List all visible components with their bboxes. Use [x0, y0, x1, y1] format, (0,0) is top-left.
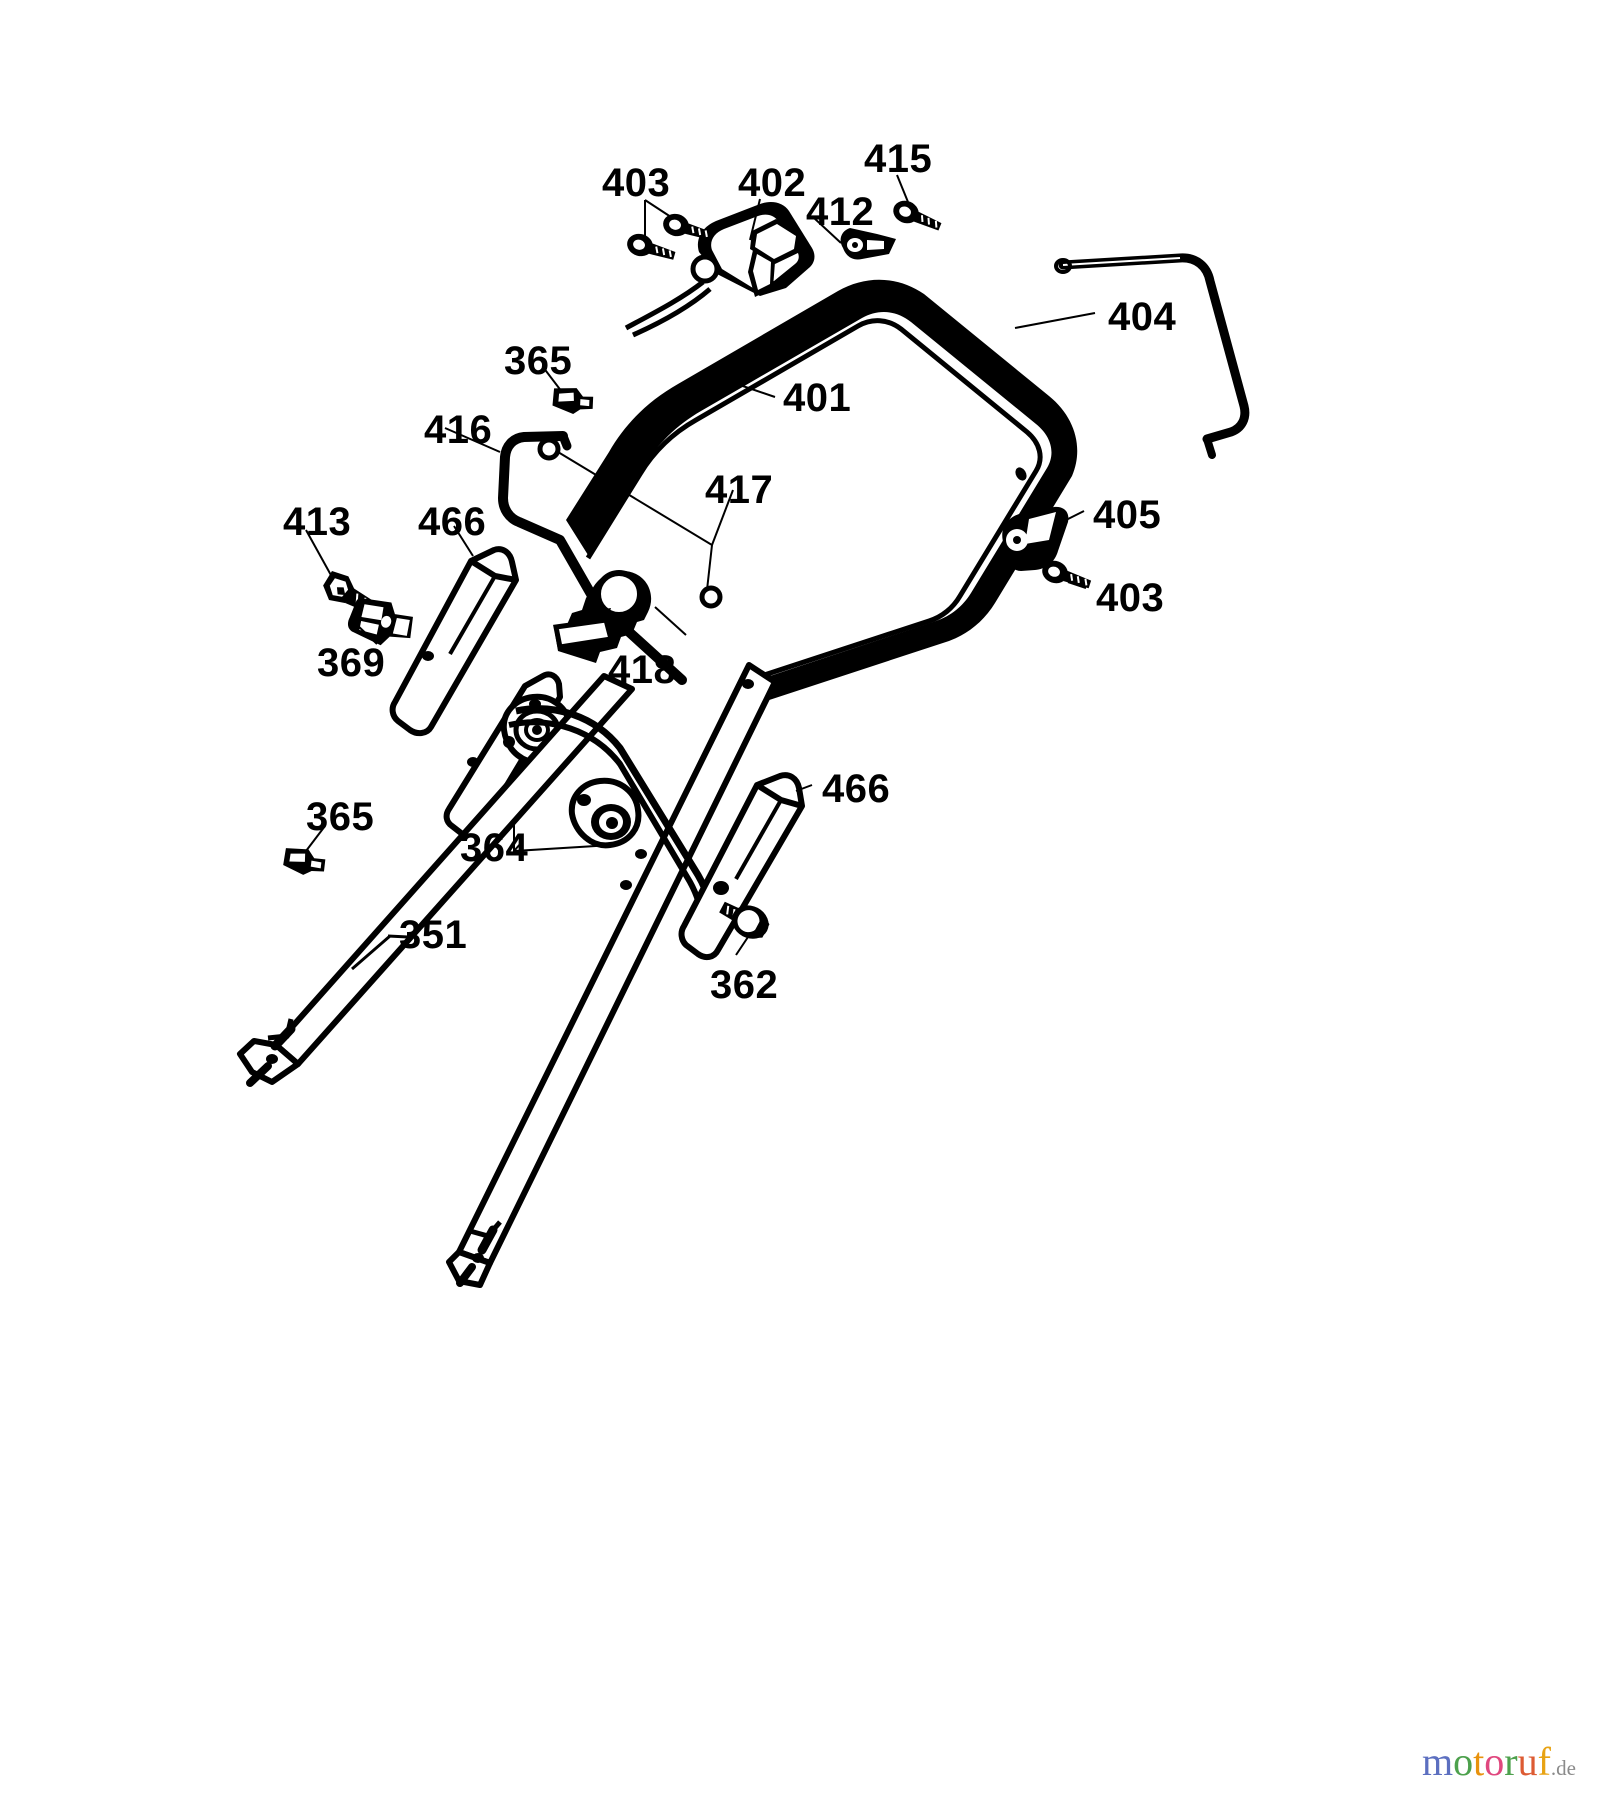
watermark-suffix: .de — [1550, 1756, 1576, 1780]
watermark-letter-o1: o — [1453, 1739, 1474, 1784]
part-415-screw — [893, 174, 942, 231]
callout-364: 364 — [460, 826, 529, 870]
part-418-lever-bracket — [553, 570, 687, 663]
watermark-letter-r: r — [1504, 1739, 1518, 1784]
part-416-cable-guide — [444, 427, 687, 685]
part-405-rod-bracket — [1002, 506, 1085, 571]
part-417-mount-holes — [537, 437, 734, 609]
callout-418: 418 — [608, 648, 677, 692]
part-403-screw-right — [1042, 560, 1092, 589]
watermark-letter-t: t — [1473, 1739, 1485, 1784]
callout-417: 417 — [705, 468, 774, 512]
callout-401: 401 — [783, 376, 852, 420]
leader-401 — [730, 381, 776, 398]
part-466-grip-right — [678, 772, 813, 961]
part-365-clip-top — [542, 366, 594, 414]
watermark-letter-m: m — [1422, 1739, 1454, 1784]
callout-405: 405 — [1093, 493, 1162, 537]
callout-415: 415 — [864, 137, 933, 181]
callout-362: 362 — [710, 963, 779, 1007]
part-404-control-rod — [1054, 253, 1250, 459]
part-362-knob-screw — [719, 901, 770, 956]
part-466-grip-left — [389, 525, 519, 737]
part-401-upper-handle — [566, 279, 1078, 703]
callout-365-bottom: 365 — [306, 795, 375, 839]
callout-404: 404 — [1108, 295, 1177, 339]
callout-369: 369 — [317, 641, 386, 685]
watermark-letter-u: u — [1517, 1739, 1538, 1784]
leader-402 — [749, 198, 761, 241]
part-412-cable-clip — [813, 217, 896, 260]
part-369-clamp — [347, 598, 413, 646]
callout-416: 416 — [424, 408, 493, 452]
callout-413: 413 — [283, 500, 352, 544]
callout-466-right: 466 — [822, 767, 891, 811]
part-402-switch-box — [624, 202, 815, 338]
watermark-letter-f: f — [1537, 1739, 1551, 1784]
part-351-lower-handle-left — [237, 673, 635, 1087]
part-365-clip-bottom — [283, 825, 326, 875]
part-401-inner-outline — [585, 318, 1043, 682]
callout-365-top: 365 — [504, 339, 573, 383]
leader-404 — [1014, 312, 1096, 329]
motoruf-watermark: motoruf.de — [1422, 1742, 1576, 1782]
part-351-lower-handle-right — [446, 662, 778, 1288]
callout-402: 402 — [738, 161, 807, 205]
callout-466-left: 466 — [418, 500, 487, 544]
callout-351: 351 — [399, 913, 468, 957]
callout-403-right: 403 — [1096, 576, 1165, 620]
callout-403-top: 403 — [602, 161, 671, 205]
watermark-letter-o2: o — [1484, 1739, 1505, 1784]
part-403-screws-top — [627, 199, 712, 260]
callout-412: 412 — [806, 190, 875, 234]
